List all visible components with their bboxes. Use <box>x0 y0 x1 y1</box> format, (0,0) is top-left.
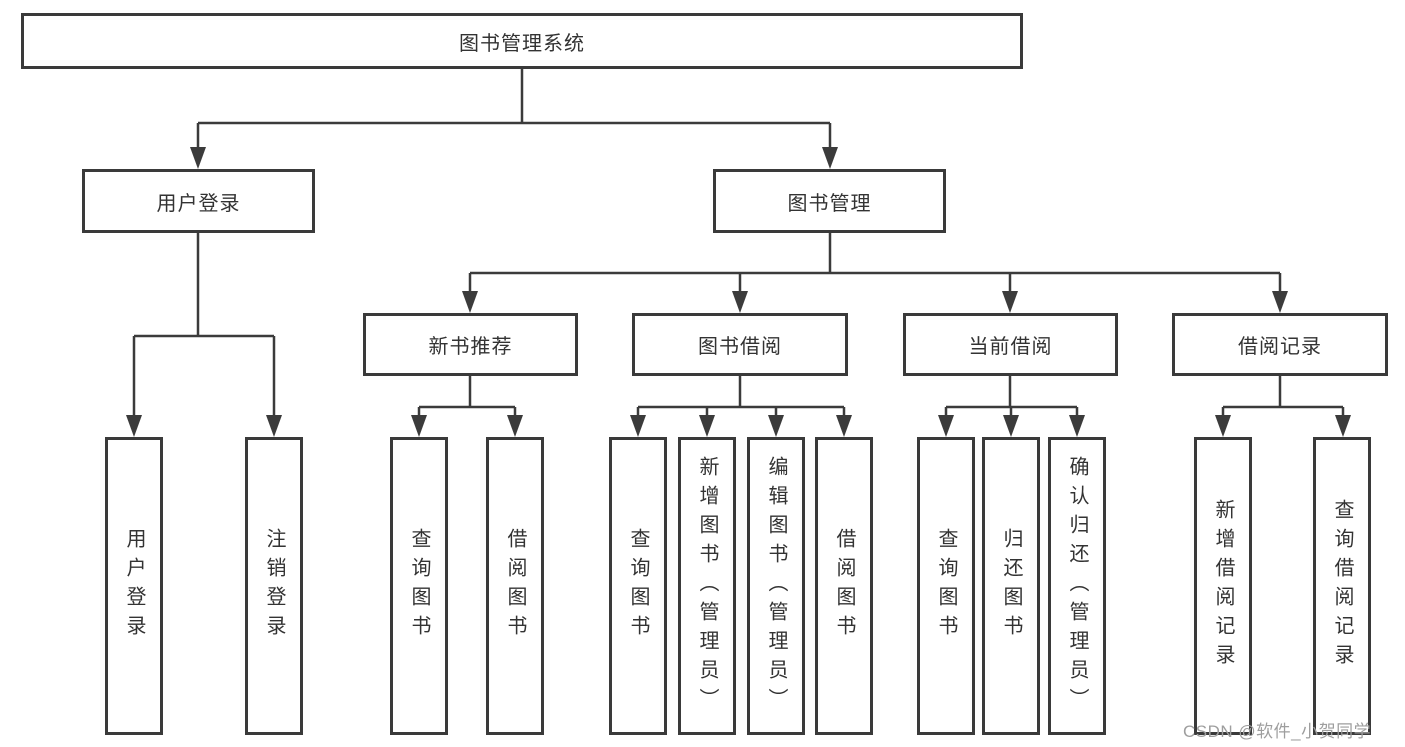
arrow-down-icon <box>1272 291 1288 313</box>
arrow-down-icon <box>1335 415 1351 437</box>
arrow-down-icon <box>1002 291 1018 313</box>
arrow-down-icon <box>462 291 478 313</box>
leaf-borrow-books: 借阅图书 <box>815 437 873 735</box>
leaf-logout: 注销登录 <box>245 437 303 735</box>
leaf-confirm-return-admin: 确认归还（管理员） <box>1048 437 1106 735</box>
node-root-library-system: 图书管理系统 <box>21 13 1023 69</box>
node-borrow-records: 借阅记录 <box>1172 313 1388 376</box>
leaf-add-borrow-record: 新增借阅记录 <box>1194 437 1252 735</box>
arrow-down-icon <box>836 415 852 437</box>
node-book-borrow: 图书借阅 <box>632 313 848 376</box>
leaf-add-books-admin: 新增图书（管理员） <box>678 437 736 735</box>
connector-new-book-recommend-to-leaves <box>411 376 523 437</box>
arrow-down-icon <box>938 415 954 437</box>
node-new-book-recommend: 新书推荐 <box>363 313 578 376</box>
node-book-management: 图书管理 <box>713 169 946 233</box>
node-current-borrow: 当前借阅 <box>903 313 1118 376</box>
connector-borrow-records-to-leaves <box>1215 376 1351 437</box>
arrow-down-icon <box>507 415 523 437</box>
connector-book-management-to-level3 <box>462 233 1288 313</box>
arrow-down-icon <box>768 415 784 437</box>
node-user-login: 用户登录 <box>82 169 315 233</box>
arrow-down-icon <box>1069 415 1085 437</box>
leaf-borrow-books-recommend: 借阅图书 <box>486 437 544 735</box>
leaf-edit-books-admin: 编辑图书（管理员） <box>747 437 805 735</box>
connector-book-borrow-to-leaves <box>630 376 852 437</box>
leaf-query-books-current: 查询图书 <box>917 437 975 735</box>
leaf-return-books: 归还图书 <box>982 437 1040 735</box>
arrow-down-icon <box>411 415 427 437</box>
leaf-query-borrow-record: 查询借阅记录 <box>1313 437 1371 735</box>
connector-root-to-level2 <box>190 69 838 169</box>
arrow-down-icon <box>266 415 282 437</box>
arrow-down-icon <box>630 415 646 437</box>
leaf-query-books-borrow: 查询图书 <box>609 437 667 735</box>
arrow-down-icon <box>732 291 748 313</box>
arrow-down-icon <box>1003 415 1019 437</box>
arrow-down-icon <box>126 415 142 437</box>
arrow-down-icon <box>1215 415 1231 437</box>
leaf-user-login: 用户登录 <box>105 437 163 735</box>
csdn-watermark: CSDN @软件_小贺同学 <box>1183 722 1372 741</box>
arrow-down-icon <box>190 147 206 169</box>
connector-current-borrow-to-leaves <box>938 376 1085 437</box>
arrow-down-icon <box>699 415 715 437</box>
leaf-query-books-recommend: 查询图书 <box>390 437 448 735</box>
connector-user-login-to-leaves <box>126 233 282 437</box>
arrow-down-icon <box>822 147 838 169</box>
